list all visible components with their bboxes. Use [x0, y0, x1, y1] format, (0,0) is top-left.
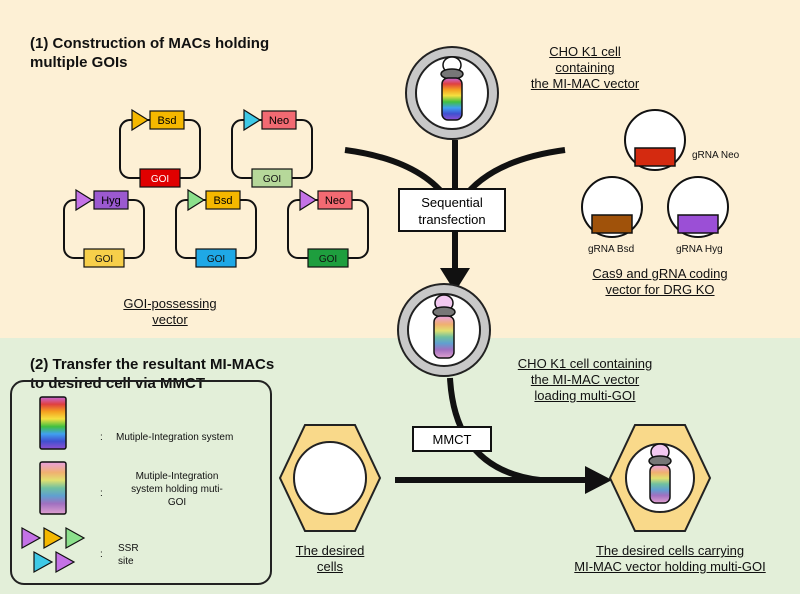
marker-label: Bsd: [214, 195, 233, 207]
legend-item1-text: Mutiple-Integration system: [116, 432, 234, 443]
legend-item2-text: Mutiple-Integration system holding muti-…: [112, 470, 242, 509]
marker-box: [317, 190, 353, 210]
ssr-site-icon: [299, 188, 318, 212]
marker-label: Neo: [325, 195, 345, 207]
cho-mid-line3: loading multi-GOI: [534, 388, 636, 403]
sequential-line2: transfection: [418, 212, 486, 227]
result-line2: MI-MAC vector holding multi-GOI: [574, 559, 766, 574]
marker-box: [261, 110, 297, 130]
goi-label: GOI: [263, 174, 281, 185]
section1-title: (1) Construction of MACs holding multipl…: [30, 34, 269, 72]
goi-label: GOI: [95, 254, 113, 265]
ssr-site-icon: [187, 188, 206, 212]
marker-box: [149, 110, 185, 130]
sequential-transfection-box: Sequential transfection: [398, 188, 506, 232]
marker-label: Hyg: [101, 195, 121, 207]
section2-title-line1: (2) Transfer the resultant MI-MACs: [30, 356, 275, 373]
arrowhead-right: [585, 466, 612, 494]
cas9-line1: Cas9 and gRNA coding: [592, 266, 728, 281]
goi-vector-line2: vector: [152, 312, 188, 327]
section1-background: [0, 0, 800, 338]
goi-label: GOI: [319, 254, 337, 265]
legend-sep-2: :: [100, 488, 103, 499]
ssr-site-icon: [75, 188, 94, 212]
cho-cell-top: [405, 46, 499, 140]
desired-cells-label: The desired cells: [275, 543, 385, 575]
legend-mi-multigoi-icon: [39, 461, 67, 515]
legend-item3-line2: site: [118, 556, 134, 567]
goi-vector-line1: GOI-possessing: [123, 296, 217, 311]
legend-item3-text: SSR site: [118, 542, 139, 568]
goi-label: GOI: [207, 254, 225, 265]
legend-item2-line3: GOI: [167, 497, 187, 508]
grna-bsd-label: gRNA Bsd: [588, 244, 635, 255]
goi-box: [307, 248, 349, 268]
legend-ssr-icons: [21, 526, 86, 574]
marker-label: Bsd: [158, 115, 177, 127]
section1-title-line1: (1) Construction of MACs holding: [30, 35, 270, 52]
legend-item2-line1: Mutiple-Integration: [135, 471, 219, 482]
cas9-line2: vector for DRG KO: [605, 282, 715, 297]
ssr-site-icon: [243, 108, 262, 132]
cas9-label: Cas9 and gRNA coding vector for DRG KO: [560, 266, 760, 298]
marker-box: [205, 190, 241, 210]
cho-top-line1: CHO K1 cell: [549, 44, 621, 59]
grna-bsd-plasmid: [581, 176, 643, 238]
desired-line1: The desired: [295, 543, 365, 558]
marker-box: [93, 190, 129, 210]
legend-sep-3: :: [100, 549, 103, 560]
section2-title-line2: to desired cell via MMCT: [30, 375, 206, 392]
cho-mid-line1: CHO K1 cell containing: [517, 356, 653, 371]
legend-sep-1: :: [100, 432, 103, 443]
legend-box: [10, 380, 272, 585]
desired-cell: [278, 424, 382, 532]
section1-title-line2: multiple GOIs: [30, 54, 128, 71]
cho-cell-top-label: CHO K1 cell containing the MI-MAC vector: [520, 44, 650, 92]
cho-cell-middle-label: CHO K1 cell containing the MI-MAC vector…: [500, 356, 670, 404]
legend-item3-line1: SSR: [118, 543, 139, 554]
cho-mid-line2: the MI-MAC vector: [530, 372, 640, 387]
sequential-line1: Sequential: [421, 195, 483, 210]
mmct-box: MMCT: [412, 426, 492, 452]
marker-label: Neo: [269, 115, 289, 127]
cho-cell-middle: [397, 283, 491, 377]
legend-item2-line2: system holding muti-: [131, 484, 223, 495]
grna-neo-label: gRNA Neo: [692, 150, 740, 161]
cho-top-line3: the MI-MAC vector: [530, 76, 640, 91]
goi-vector-label: GOI-possessing vector: [100, 296, 240, 328]
arrowhead-down: [440, 268, 470, 292]
goi-box: [251, 168, 293, 188]
goi-box: [195, 248, 237, 268]
legend-mi-system-icon: [39, 396, 67, 450]
result-cell: [608, 424, 712, 532]
mmct-arrows: [395, 377, 588, 483]
grna-hyg-label: gRNA Hyg: [676, 244, 723, 255]
goi-box: [83, 248, 125, 268]
grna-hyg-plasmid: [667, 176, 729, 238]
ssr-site-icon: [131, 108, 150, 132]
section2-title: (2) Transfer the resultant MI-MACs to de…: [30, 355, 274, 393]
goi-box: [139, 168, 181, 188]
result-label: The desired cells carrying MI-MAC vector…: [555, 543, 785, 575]
result-line1: The desired cells carrying: [595, 543, 745, 558]
goi-label: GOI: [151, 174, 169, 185]
desired-line2: cells: [316, 559, 343, 574]
grna-neo-plasmid: [624, 109, 686, 171]
cho-top-line2: containing: [555, 60, 615, 75]
